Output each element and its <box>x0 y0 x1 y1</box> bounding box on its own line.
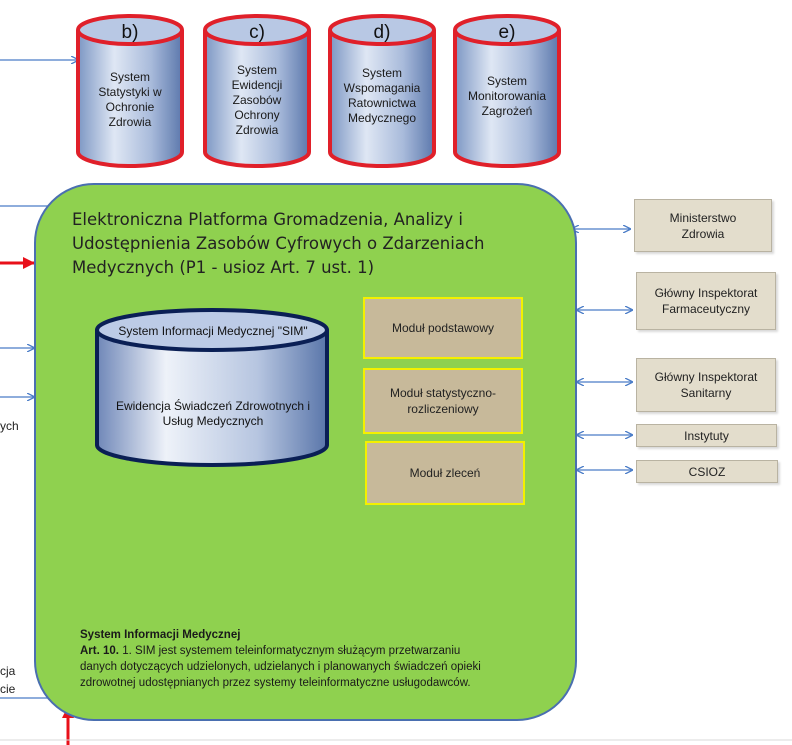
cylinder-c <box>203 14 311 168</box>
ext-instytuty: Instytuty <box>636 424 777 447</box>
ext-glowny-inspektorat-farmaceutyczny: Główny Inspektorat Farmaceutyczny <box>636 272 776 330</box>
cylinder-e <box>453 14 561 168</box>
cylinder-d-letter: d) <box>373 22 391 43</box>
note-article: Art. 10. <box>80 645 119 657</box>
cylinder-c-letter: c) <box>249 22 265 43</box>
cylinder-e-label: System Monitorowania Zagrożeń <box>467 74 547 118</box>
cylinder-b-letter: b) <box>121 22 139 43</box>
module-statystyczno-rozliczeniowy: Moduł statystyczno-rozliczeniowy <box>363 368 523 434</box>
left-fragment-1: ych <box>0 419 19 433</box>
left-fragment-2: cja <box>0 664 16 678</box>
left-fragment-3: cie <box>0 682 16 696</box>
cylinder-b <box>76 14 184 168</box>
sim-subtitle: Ewidencja Świadczeń Zdrowotnych i Usług … <box>115 399 311 428</box>
ext-csioz: CSIOZ <box>636 460 778 483</box>
cylinders-layer <box>76 14 561 168</box>
note-heading: System Informacji Medycznej <box>80 629 241 641</box>
cylinder-d <box>328 14 436 168</box>
ext-ministerstwo-zdrowia: Ministerstwo Zdrowia <box>634 199 772 252</box>
cylinder-e-letter: e) <box>498 22 516 43</box>
module-zlecen: Moduł zleceń <box>365 441 525 505</box>
note-body: 1. SIM jest systemem teleinformatycznym … <box>80 645 481 689</box>
sim-article-note: System Informacji Medycznej Art. 10. 1. … <box>80 627 500 691</box>
platform-title: Elektroniczna Platforma Gromadzenia, Ana… <box>72 210 485 277</box>
cylinder-b-label: System Statystyki w Ochronie Zdrowia <box>98 70 162 129</box>
ext-glowny-inspektorat-sanitarny: Główny Inspektorat Sanitarny <box>636 358 776 412</box>
cylinder-d-label: System Wspomagania Ratownictwa Medyczneg… <box>343 66 421 125</box>
module-podstawowy: Moduł podstawowy <box>363 297 523 359</box>
cylinder-c-label: System Ewidencji Zasobów Ochrony Zdrowia <box>231 63 283 137</box>
sim-title: System Informacji Medycznej "SIM" <box>118 324 308 338</box>
